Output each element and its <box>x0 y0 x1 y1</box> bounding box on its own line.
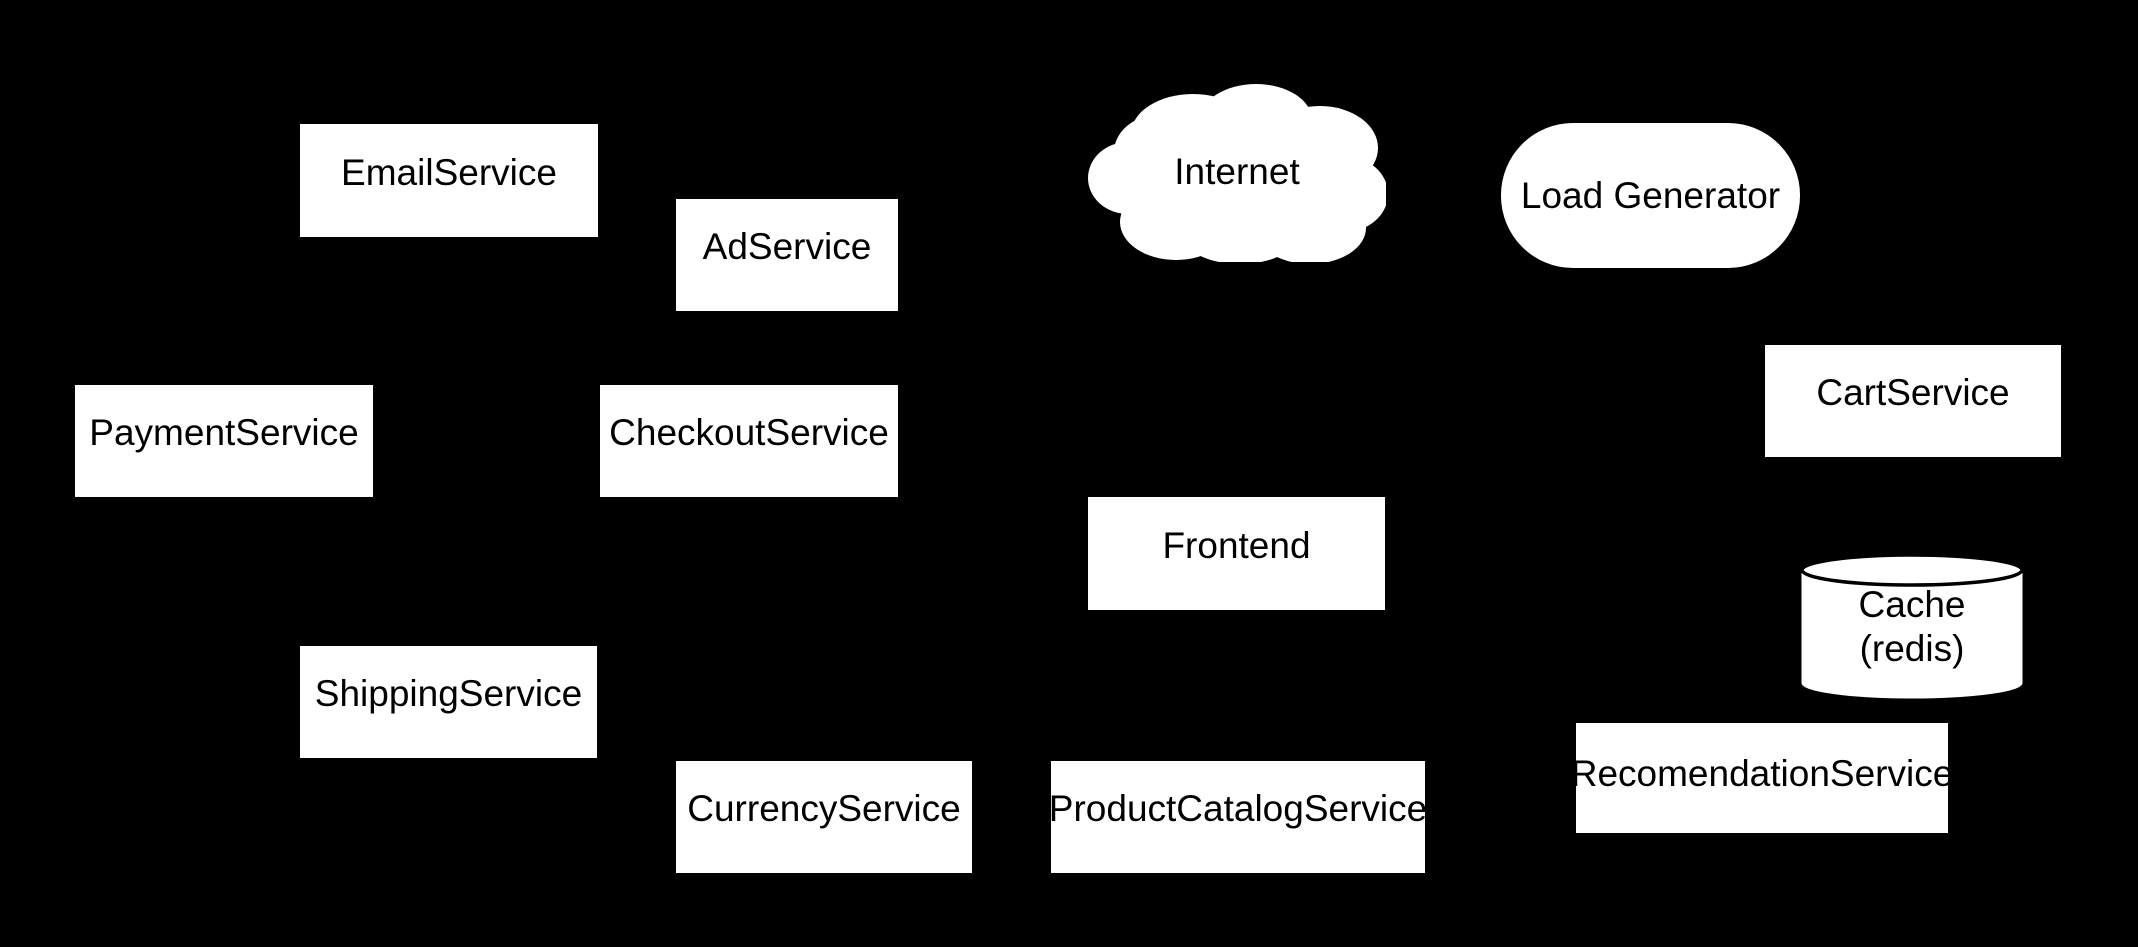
node-label-recomendation-service: RecomendationService <box>1570 753 1954 795</box>
node-label-checkout-service: CheckoutService <box>609 412 889 454</box>
node-email-service[interactable]: EmailService <box>300 124 598 237</box>
cylinder-database-icon <box>1800 553 2024 699</box>
node-label-frontend: Frontend <box>1162 524 1311 566</box>
node-frontend[interactable]: Frontend <box>1088 497 1385 610</box>
node-payment-service[interactable]: PaymentService <box>75 385 373 497</box>
node-load-generator[interactable]: Load Generator <box>1501 123 1800 268</box>
node-internet[interactable]: Internet <box>1088 82 1386 262</box>
node-label-shipping-service: ShippingService <box>314 673 583 715</box>
node-label-payment-service: PaymentService <box>89 412 359 454</box>
node-label-cart-service: CartService <box>1816 372 2010 414</box>
node-cart-service[interactable]: CartService <box>1765 345 2061 457</box>
node-shipping-service[interactable]: ShippingService <box>300 646 597 758</box>
node-label-internet: Internet <box>1174 151 1300 193</box>
node-label-currency-service: CurrencyService <box>687 788 961 830</box>
cloud-shape-icon <box>1088 84 1386 262</box>
node-label-load-generator: Load Generator <box>1520 174 1781 216</box>
node-label-email-service: EmailService <box>341 151 557 193</box>
node-currency-service[interactable]: CurrencyService <box>676 761 972 873</box>
node-label-product-catalog-service: ProductCatalogService <box>1048 788 1428 830</box>
node-ad-service[interactable]: AdService <box>676 199 898 311</box>
node-label-ad-service: AdService <box>702 226 872 268</box>
node-checkout-service[interactable]: CheckoutService <box>600 385 898 497</box>
node-product-catalog-service[interactable]: ProductCatalogService <box>1048 761 1428 873</box>
node-cache-redis[interactable]: Cache (redis) <box>1800 553 2024 700</box>
node-label-cache-redis: Cache (redis) <box>1858 583 1966 669</box>
node-recomendation-service[interactable]: RecomendationService <box>1571 723 1953 833</box>
